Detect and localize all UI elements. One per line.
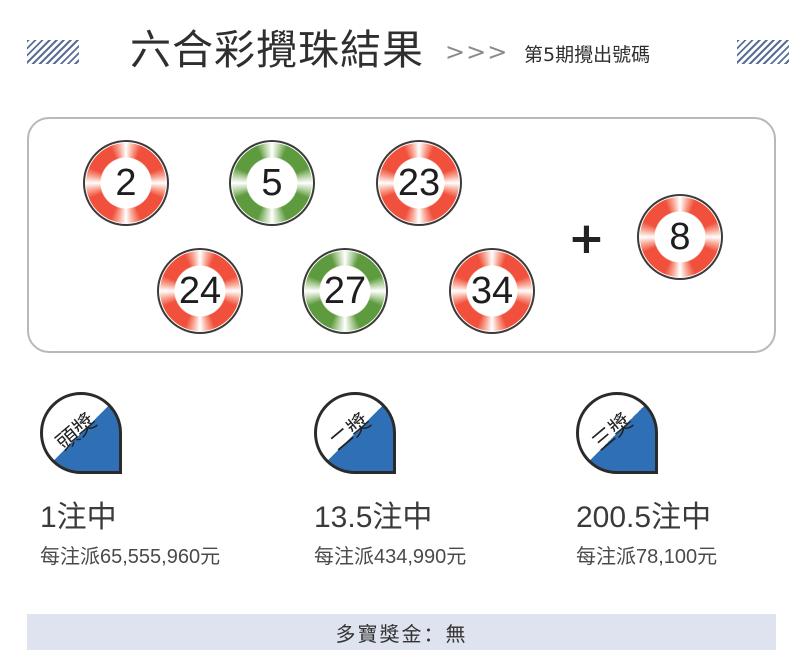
- prize-payout: 每注派434,990元: [314, 546, 467, 568]
- extra-ball: 8: [637, 194, 723, 280]
- ball-number: 24: [178, 270, 222, 312]
- plus-sign: +: [568, 213, 605, 264]
- prize-winners: 13.5注中: [314, 501, 433, 534]
- prize-winners: 200.5注中: [576, 501, 712, 534]
- page-title: 六合彩攪珠結果: [130, 26, 424, 74]
- prize-payout: 每注派65,555,960元: [40, 546, 221, 568]
- header-arrows: >>>: [445, 38, 509, 66]
- ball-number: 27: [323, 270, 367, 312]
- prize-first: 頭獎 1注中 每注派65,555,960元: [40, 392, 280, 569]
- ball-number: 5: [261, 162, 283, 204]
- header-hatch-left-decoration: [27, 40, 79, 64]
- ball-4: 24: [157, 248, 243, 334]
- ball-number: 23: [397, 162, 441, 204]
- ball-2: 5: [229, 140, 315, 226]
- prize-payout: 每注派78,100元: [576, 546, 718, 568]
- ball-3: 23: [376, 140, 462, 226]
- jackpot-bar: 多寶獎金：無: [27, 614, 776, 650]
- prize-badge-drop-icon: [40, 392, 122, 474]
- prize-badge: 三獎: [576, 392, 662, 478]
- prize-badge-drop-icon: [314, 392, 396, 474]
- prize-second: 二獎 13.5注中 每注派434,990元: [314, 392, 554, 569]
- prize-badge-drop-icon: [576, 392, 658, 474]
- prize-badge: 頭獎: [40, 392, 126, 478]
- ball-number: 2: [115, 162, 137, 204]
- draw-subtitle: 第5期攪出號碼: [524, 44, 651, 66]
- drawn-numbers-panel: [27, 117, 776, 353]
- prize-winners: 1注中: [40, 501, 117, 534]
- ball-1: 2: [83, 140, 169, 226]
- jackpot-text: 多寶獎金：無: [335, 621, 468, 646]
- ball-number: 34: [470, 270, 514, 312]
- ball-number: 8: [669, 216, 691, 258]
- ball-5: 27: [302, 248, 388, 334]
- header-hatch-right-decoration: [737, 40, 789, 64]
- prize-third: 三獎 200.5注中 每注派78,100元: [576, 392, 800, 569]
- ball-6: 34: [449, 248, 535, 334]
- prize-badge: 二獎: [314, 392, 400, 478]
